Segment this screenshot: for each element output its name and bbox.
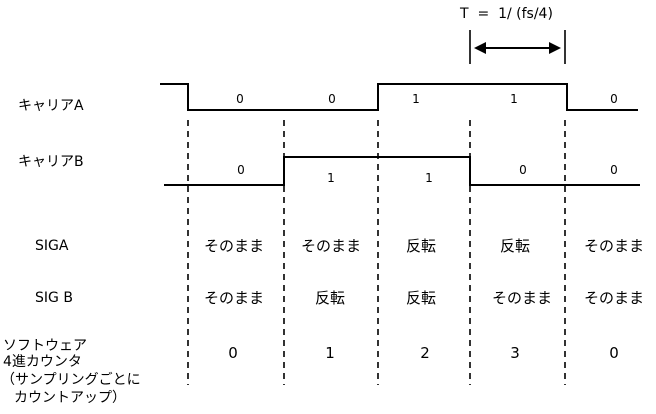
carrier-a-bit: 0 (236, 92, 244, 106)
sig-a-cell: 反転 (406, 237, 436, 255)
counter-label-line-2: 4進カウンタ (3, 354, 82, 370)
period-label: T = 1/ (fs/4) (459, 6, 553, 22)
sig-b-cell: そのまま (204, 289, 264, 307)
carrier-b-waveform (164, 156, 640, 186)
counter-label: ソフトウェア 4進カウンタ （サンプリングごとに カウントアップ） (1, 338, 141, 406)
counter-label-line-3: （サンプリングごとに (1, 372, 141, 388)
sig-a-cell: そのまま (301, 237, 361, 255)
counter-label-line-1: ソフトウェア (3, 338, 87, 354)
counter-label-line-4: カウントアップ） (14, 390, 126, 406)
counter-cell: 0 (228, 344, 238, 362)
period-arrow (474, 42, 561, 54)
sig-b-cell: そのまま (584, 289, 644, 307)
carrier-a-bit: 1 (510, 92, 518, 106)
sig-a-label: SIGA (35, 238, 69, 254)
counter-cell: 1 (325, 344, 335, 362)
sig-b-cell: 反転 (315, 289, 345, 307)
counter-cell: 0 (609, 344, 619, 362)
carrier-a-bit: 0 (610, 92, 618, 106)
sig-b-label: SIG B (35, 290, 73, 306)
carrier-b-bit: 0 (519, 163, 527, 177)
carrier-a-waveform (160, 83, 638, 111)
sig-a-cell: そのまま (204, 237, 264, 255)
counter-cell: 2 (420, 344, 430, 362)
carrier-a-label: キャリアA (18, 98, 84, 114)
sig-a-cell: そのまま (584, 237, 644, 255)
carrier-b-bit: 0 (237, 163, 245, 177)
carrier-b-bit: 1 (425, 171, 433, 185)
carrier-a-bit: 1 (412, 92, 420, 106)
sig-b-cell: 反転 (406, 289, 436, 307)
counter-cell: 3 (510, 344, 520, 362)
carrier-a-bit: 0 (328, 92, 336, 106)
carrier-b-bit: 1 (327, 171, 335, 185)
sig-b-cell: そのまま (492, 289, 552, 307)
carrier-b-label: キャリアB (18, 154, 84, 170)
carrier-b-bit: 0 (610, 163, 618, 177)
sig-a-cell: 反転 (500, 237, 530, 255)
